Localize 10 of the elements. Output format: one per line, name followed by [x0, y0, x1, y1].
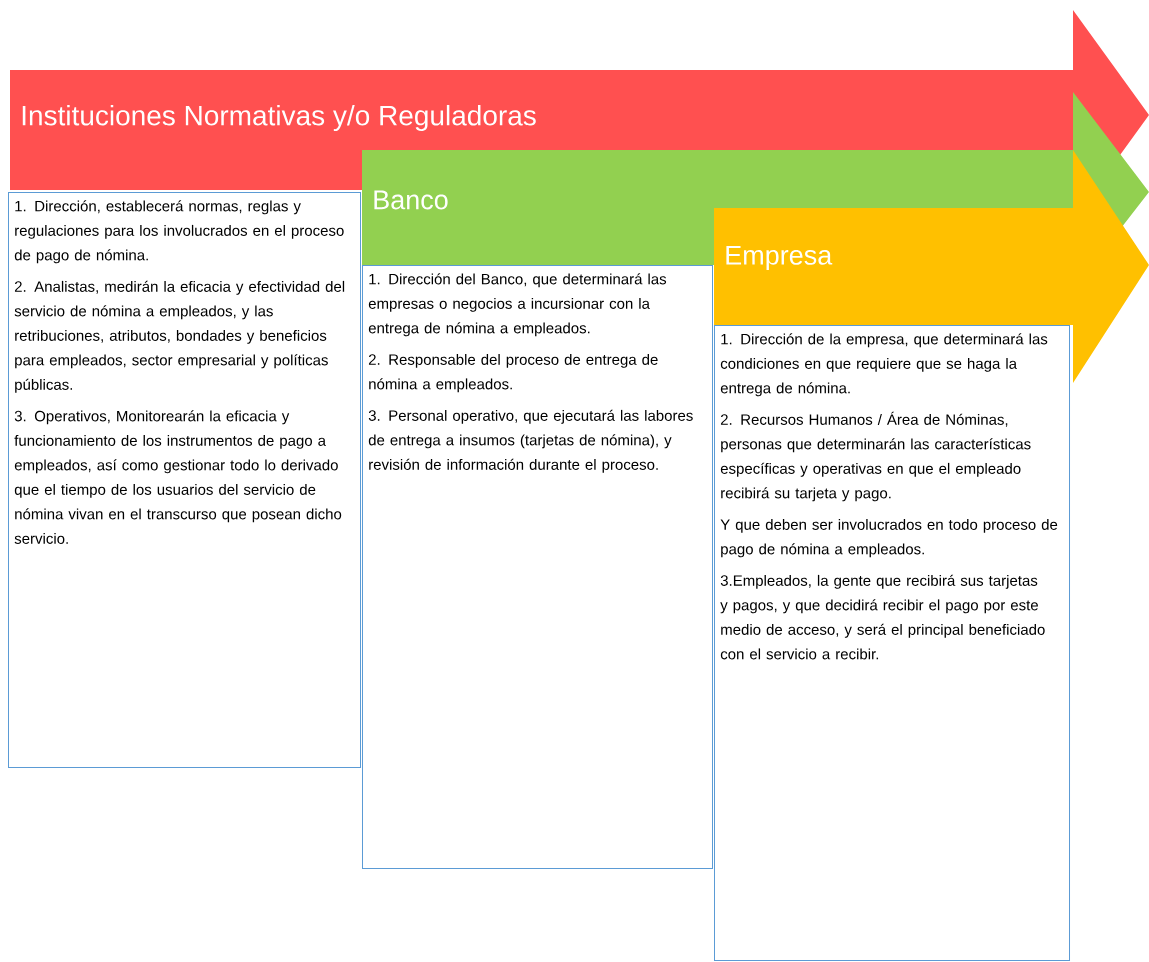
text-box [714, 325, 1070, 961]
text-box [362, 265, 713, 869]
paragraph: 2. Recursos Humanos / Área de Nóminas, personas que determinarán las características específicas y operativas en que el empleado recibirá su tarjeta y pago. [720, 411, 1031, 502]
paragraph: 3.Empleados, la gente que recibirá sus tarjetas y pagos, y que decidirá recibir el pago por este medio de acceso, y será el principal beneficiado con el servicio a recibir. [720, 574, 1045, 660]
paragraph: Y que deben ser involucrados en todo proceso de pago de nómina a empleados. [720, 518, 1058, 558]
paragraph: 2. Responsable del proceso de entrega de nómina a empleados. [368, 353, 658, 393]
paragraph: 3. Operativos, Monitorearán la eficacia y funcionamiento de los instrumentos de pago a empleados, así como gestionar todo lo derivado que el tiempo de los usuarios del servicio de nómina vivan en el transcurso que posean dicho servicio. [14, 410, 342, 544]
paragraph: 2. Analistas, medirán la eficacia y efectividad del servicio de nómina a empleados, y las retribuciones, atributos, bondades y beneficios para empleados, sector empresarial y políticas públicas. [14, 280, 345, 393]
text-box [8, 192, 361, 768]
paragraph: 3. Personal operativo, que ejecutará las labores de entrega a insumos (tarjetas de nómina), y revisión de información durante el proceso. [368, 409, 693, 473]
